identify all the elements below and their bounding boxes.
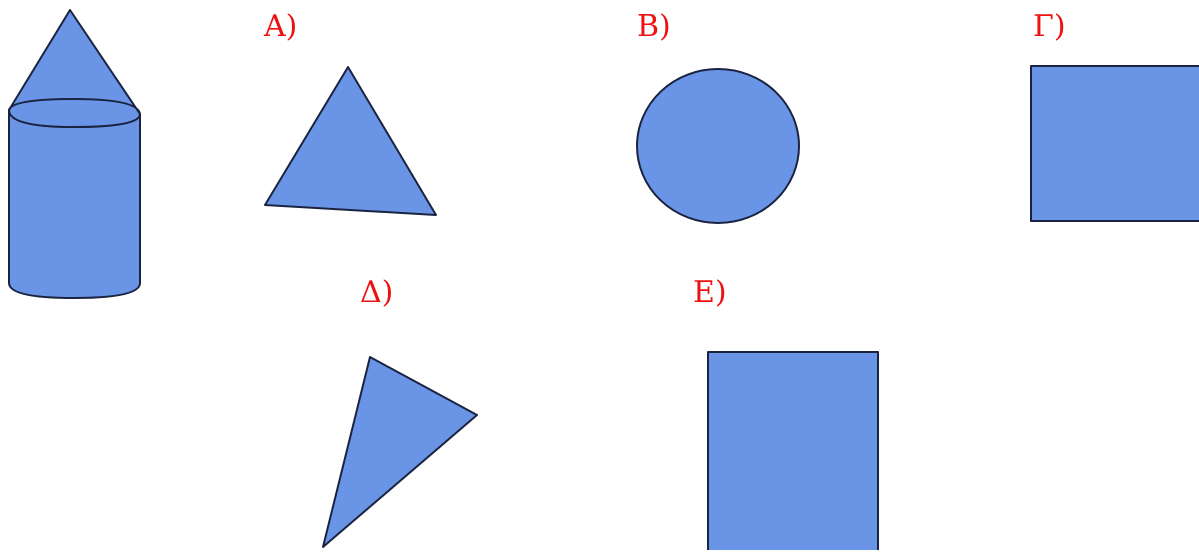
triangle-icon [264,66,437,216]
option-e-label: E) [693,275,727,310]
square-icon [1030,65,1199,222]
cylinder-top-edge [8,98,141,115]
cone-shape [8,9,141,128]
option-a-label: A) [264,9,298,44]
triangle-icon [322,356,478,548]
option-d-label: Δ) [360,275,394,310]
cone-on-cylinder-icon [8,9,141,299]
rectangle-icon [707,351,879,554]
option-b-label: B) [637,9,671,44]
option-g-label: Γ) [1033,9,1066,44]
circle-icon [636,68,800,224]
cylinder-body-shape [8,109,141,299]
